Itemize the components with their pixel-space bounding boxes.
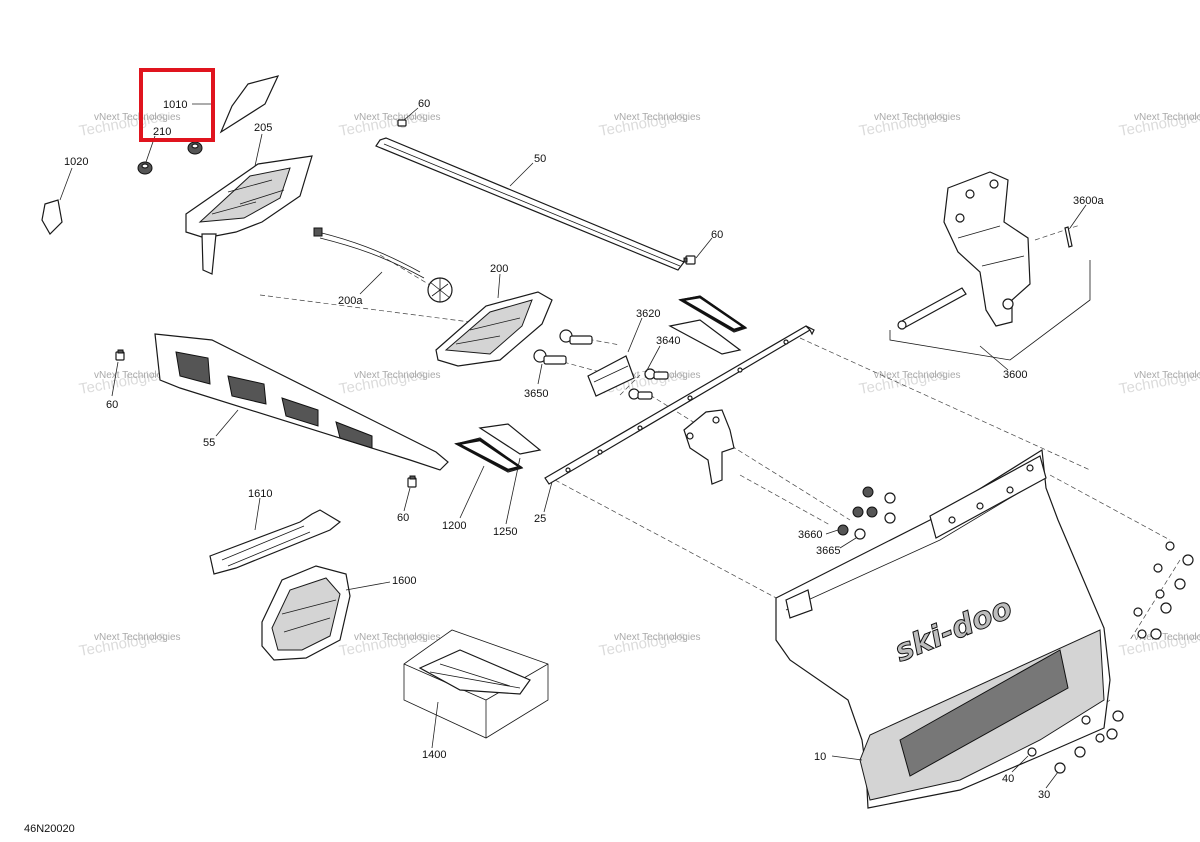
part-200-headlight — [435, 291, 553, 367]
label-40: 40 — [1002, 773, 1014, 785]
label-3600a: 3600a — [1073, 195, 1104, 207]
part-3600a-pin — [1064, 226, 1073, 248]
label-25: 25 — [534, 513, 546, 525]
part-1010-decal — [219, 75, 280, 134]
label-210: 210 — [153, 126, 171, 138]
watermark-small-6: vNext Technologies — [94, 370, 181, 381]
highlight-box — [139, 68, 215, 142]
watermark-small-12: vNext Technologies — [354, 632, 441, 643]
label-50: 50 — [534, 153, 546, 165]
label-3600: 3600 — [1003, 369, 1027, 381]
part-1020-decal — [41, 199, 63, 235]
part-labels: 1010 210 205 1020 60 50 60 3600a 200 200… — [64, 98, 1104, 801]
label-200: 200 — [490, 263, 508, 275]
label-1010: 1010 — [163, 99, 187, 111]
label-3660: 3660 — [798, 529, 822, 541]
part-40-washers — [1027, 541, 1175, 757]
label-1400: 1400 — [422, 749, 446, 761]
label-60-c: 60 — [106, 399, 118, 411]
label-3640: 3640 — [656, 335, 680, 347]
watermark-small-9: vNext Technologies — [874, 370, 961, 381]
label-60-d: 60 — [397, 512, 409, 524]
part-3660-nuts — [837, 486, 878, 536]
label-1020: 1020 — [64, 156, 88, 168]
part-60-screw-d — [407, 475, 417, 488]
label-3650: 3650 — [524, 388, 548, 400]
part-1250-lens-glass — [478, 423, 542, 455]
part-55-side-panel — [154, 333, 449, 471]
label-3665: 3665 — [816, 545, 840, 557]
label-60-a: 60 — [418, 98, 430, 110]
watermark-small-15: vNext Technologies — [1134, 632, 1200, 643]
part-200a-harness — [313, 227, 453, 303]
part-lens-top-ring — [678, 295, 748, 333]
watermark-small-3: vNext Technologies — [614, 112, 701, 123]
label-60-b: 60 — [711, 229, 723, 241]
part-1610-strap — [209, 509, 342, 575]
part-10-rear-flap: ski-doo — [775, 448, 1111, 809]
label-200a: 200a — [338, 295, 363, 307]
watermark-small-1: vNext Technologies — [94, 112, 181, 123]
part-center-mount — [683, 409, 735, 485]
watermark-small-4: vNext Technologies — [874, 112, 961, 123]
part-3600-frame — [889, 260, 1091, 361]
label-1200: 1200 — [442, 520, 466, 532]
part-60-screw-a — [397, 119, 407, 127]
watermark-small-13: vNext Technologies — [614, 632, 701, 643]
part-1400-toolkit — [403, 629, 549, 739]
watermark-small-5: vNext Technologies — [1134, 112, 1200, 123]
part-3650-bolts — [533, 329, 593, 365]
part-3620-clip — [587, 355, 635, 397]
watermark-small-7: vNext Technologies — [354, 370, 441, 381]
part-210-nuts — [137, 141, 203, 175]
watermark-small-2: vNext Technologies — [354, 112, 441, 123]
watermark-small-10: vNext Technologies — [1134, 370, 1200, 381]
watermark-small-11: vNext Technologies — [94, 632, 181, 643]
part-50-bar — [375, 137, 685, 271]
label-1610: 1610 — [248, 488, 272, 500]
diagram-code: 46N20020 — [24, 823, 75, 835]
part-205-housing — [185, 155, 313, 275]
part-3640-bolts — [628, 368, 669, 400]
part-30-bolts — [1054, 554, 1194, 774]
part-60-screw-b — [683, 255, 696, 265]
part-60-screw-c — [115, 349, 125, 361]
part-lens-top-glass — [668, 319, 742, 355]
label-1600: 1600 — [392, 575, 416, 587]
leader-lines — [59, 103, 1087, 789]
part-3600-hinge — [897, 171, 1031, 330]
label-3620: 3620 — [636, 308, 660, 320]
part-1200-lens-ring — [454, 437, 524, 473]
label-55: 55 — [203, 437, 215, 449]
part-1600-toolbox — [261, 565, 351, 661]
label-1250: 1250 — [493, 526, 517, 538]
label-10: 10 — [814, 751, 826, 763]
part-3665-washers — [854, 492, 896, 540]
part-25-rail — [544, 325, 815, 485]
label-30: 30 — [1038, 789, 1050, 801]
label-205: 205 — [254, 122, 272, 134]
